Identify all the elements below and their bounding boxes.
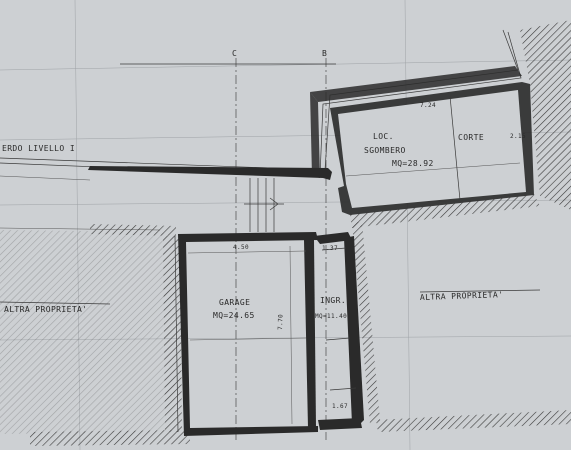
corte-label: CORTE <box>458 133 484 142</box>
loc-label: LOC. <box>373 132 394 141</box>
dim-garage-width: 4.50 <box>233 244 249 251</box>
section-axis-c: C <box>232 49 237 440</box>
dim-ingr-width: 1.37 <box>322 245 338 252</box>
hatch-left-ground <box>0 230 175 434</box>
hatch-ingr-right <box>352 222 380 424</box>
ingr-area: MQ=11.40 <box>315 313 347 320</box>
loc-area: MQ=28.92 <box>392 159 434 168</box>
dim-bottom: 1.67 <box>332 403 348 410</box>
room-garage: 4.50 GARAGE MQ=24.65 7.70 <box>178 232 318 436</box>
dim-garage-height: 7.70 <box>277 314 285 330</box>
dim-side: 2.15 <box>510 133 526 140</box>
altra-proprieta-left: ALTRA PROPRIETA' <box>4 305 87 314</box>
room-loc-sgombero: LOC. SGOMBERO MQ=28.92 CORTE 7.24 2.15 <box>330 82 534 215</box>
ingr-label: INGR. <box>320 296 346 305</box>
hatch-right-upper <box>520 20 571 210</box>
hatch-loc-bottom <box>350 194 540 228</box>
altra-proprieta-right: ALTRA PROPRIETA' <box>420 290 504 302</box>
upper-level-label: ERDO LIVELLO I <box>2 144 75 153</box>
sgombero-label: SGOMBERO <box>364 146 406 155</box>
hatch-bottom-left <box>30 430 190 446</box>
garage-label: GARAGE <box>219 298 250 307</box>
stairs <box>244 178 284 232</box>
dim-top: 7.24 <box>420 102 436 109</box>
axis-b-label: B <box>322 49 327 58</box>
upper-level-outline <box>0 29 522 180</box>
hatch-left-top <box>90 224 176 236</box>
garage-area: MQ=24.65 <box>213 311 255 320</box>
section-axis-b: B <box>322 49 327 440</box>
room-ingresso: 1.37 INGR. MQ=11.40 1.67 <box>314 232 364 430</box>
hatch-bottom-right <box>376 410 571 432</box>
axis-c-label: C <box>232 49 237 58</box>
